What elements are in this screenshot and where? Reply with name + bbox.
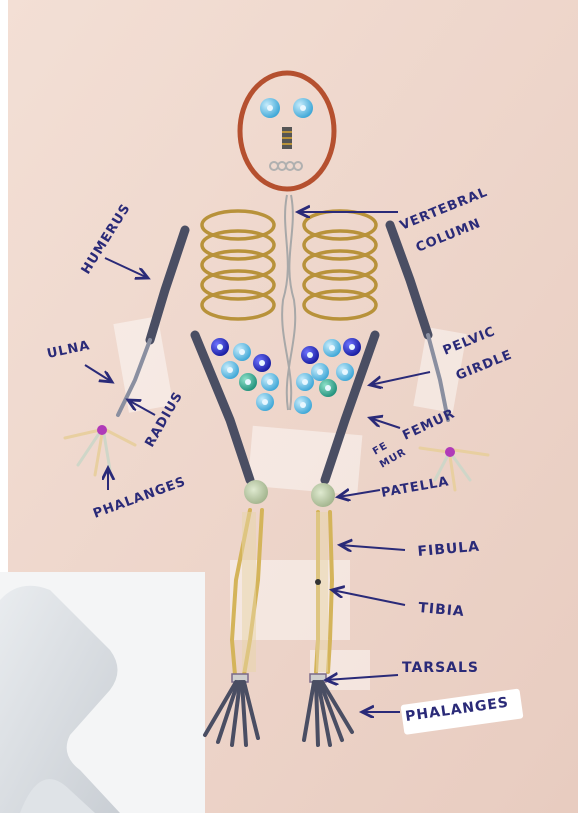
bead-hole — [245, 379, 251, 385]
right-patella-bead — [311, 483, 335, 507]
bead-hole — [267, 379, 273, 385]
bead-hole — [262, 399, 268, 405]
bead-hole — [300, 402, 306, 408]
left-patella-bead — [244, 480, 268, 504]
bead-hole — [217, 344, 223, 350]
plastic-corner — [0, 572, 205, 813]
bead-hole — [259, 360, 265, 366]
bead-hole — [307, 352, 313, 358]
bead-hole — [349, 344, 355, 350]
bead-hole — [239, 349, 245, 355]
bead-hole — [325, 385, 331, 391]
bead-hole — [342, 369, 348, 375]
bead-hole — [317, 369, 323, 375]
label-tarsals: TARSALS — [402, 660, 479, 676]
bead-hole — [227, 367, 233, 373]
bead-hole — [302, 379, 308, 385]
bead-hole — [329, 345, 335, 351]
